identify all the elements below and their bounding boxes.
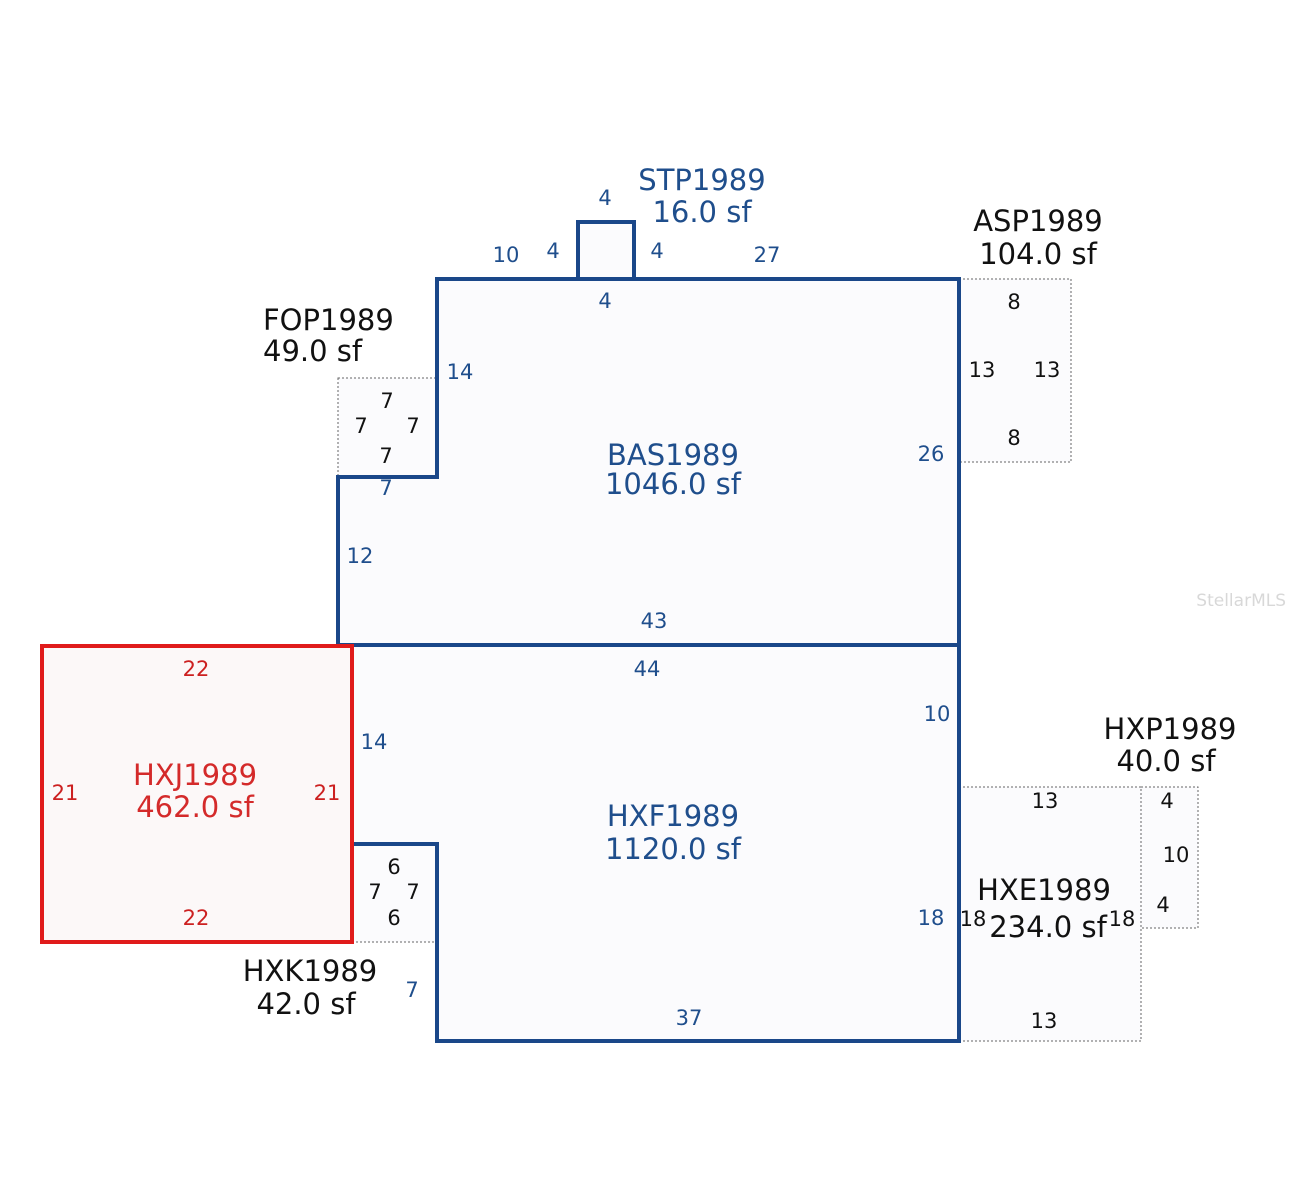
dimension-label: 18 [918, 906, 945, 930]
hxf-area-size: 1120.0 sf [605, 832, 742, 866]
dimension-label: 21 [314, 781, 341, 805]
bas-area-size: 1046.0 sf [605, 467, 742, 501]
dimension-label: 8 [1007, 290, 1020, 314]
hxk-area-size: 42.0 sf [256, 987, 356, 1021]
dimension-label: 44 [634, 657, 661, 681]
dimension-label: 13 [1031, 1009, 1058, 1033]
hxp-area-size: 40.0 sf [1116, 744, 1216, 778]
dimension-label: 8 [1007, 426, 1020, 450]
hxj-area-name: HXJ1989 [133, 758, 257, 792]
dimension-label: 12 [347, 544, 374, 568]
dimension-label: 4 [546, 239, 559, 263]
dimension-label: 4 [650, 239, 663, 263]
dimension-label: 10 [924, 702, 951, 726]
dimension-label: 7 [405, 978, 418, 1002]
dimension-label: 4 [1160, 789, 1173, 813]
dimension-label: 7 [380, 389, 393, 413]
watermark-logo: StellarMLS [1196, 591, 1286, 611]
dimension-label: 7 [379, 476, 392, 500]
dimension-label: 14 [447, 360, 474, 384]
dimension-label: 13 [1032, 789, 1059, 813]
hxe-area-size: 234.0 sf [989, 910, 1107, 944]
dimension-label: 13 [969, 358, 996, 382]
bas-area-name: BAS1989 [607, 438, 739, 472]
hxj-area-outline [40, 644, 354, 944]
hxe-area-name: HXE1989 [977, 873, 1111, 907]
dimension-label: 6 [387, 906, 400, 930]
dimension-label: 10 [1163, 843, 1190, 867]
stp-area-outline [576, 220, 636, 281]
hxk-area-name: HXK1989 [243, 954, 378, 988]
dimension-label: 7 [406, 414, 419, 438]
dimension-label: 7 [354, 414, 367, 438]
hxj-area-size: 462.0 sf [136, 790, 254, 824]
asp-area-outline [958, 278, 1072, 463]
dimension-label: 13 [1034, 358, 1061, 382]
dimension-label: 7 [379, 444, 392, 468]
fop-area-size: 49.0 sf [263, 334, 363, 368]
dimension-label: 7 [368, 880, 381, 904]
hxe-area-outline [958, 786, 1142, 1042]
dimension-label: 22 [183, 657, 210, 681]
hxp-area-name: HXP1989 [1104, 712, 1237, 746]
hxf-area-name: HXF1989 [607, 799, 739, 833]
dimension-label: 6 [387, 855, 400, 879]
fop-area-name: FOP1989 [263, 303, 394, 337]
dimension-label: 4 [598, 186, 611, 210]
dimension-label: 22 [183, 906, 210, 930]
dimension-label: 27 [754, 243, 781, 267]
dimension-label: 7 [406, 880, 419, 904]
dimension-label: 37 [676, 1006, 703, 1030]
dimension-label: 21 [52, 781, 79, 805]
dimension-label: 14 [361, 730, 388, 754]
asp-area-name: ASP1989 [973, 204, 1103, 238]
hxp-area-outline [1140, 786, 1199, 929]
dimension-label: 18 [960, 907, 987, 931]
dimension-label: 10 [493, 243, 520, 267]
dimension-label: 4 [1156, 893, 1169, 917]
stp-area-name: STP1989 [638, 163, 765, 197]
dimension-label: 18 [1109, 907, 1136, 931]
dimension-label: 26 [918, 442, 945, 466]
asp-area-size: 104.0 sf [979, 237, 1097, 271]
dimension-label: 43 [641, 609, 668, 633]
fop-area-outline [337, 377, 437, 478]
stp-area-size: 16.0 sf [652, 195, 752, 229]
dimension-label: 4 [598, 289, 611, 313]
